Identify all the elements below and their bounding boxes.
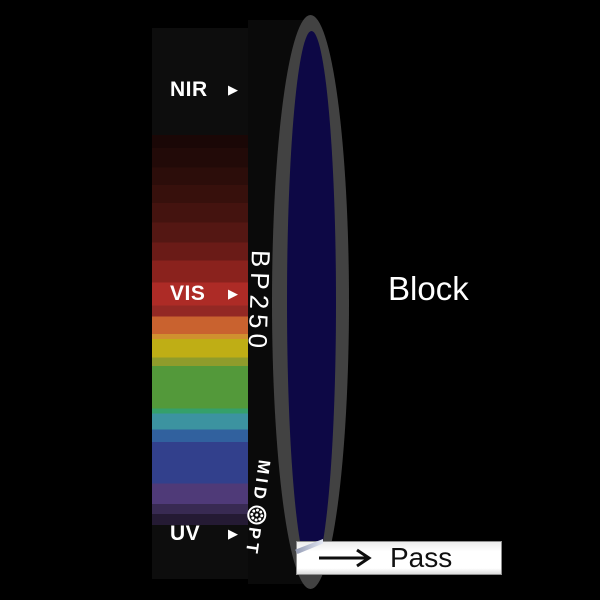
spectrum-region-vis: VIS ▶ xyxy=(170,282,238,304)
uv-label: UV xyxy=(170,521,201,545)
vis-arrow-icon: ▶ xyxy=(228,286,238,301)
pass-label: Pass xyxy=(390,542,453,573)
brand-aperture-o-icon xyxy=(245,504,267,526)
nir-label: NIR xyxy=(170,77,208,101)
lens-glass xyxy=(287,31,336,573)
nir-arrow-icon: ▶ xyxy=(228,82,238,97)
spectrum-region-nir: NIR ▶ xyxy=(170,78,238,100)
spectrum-region-uv: UV ▶ xyxy=(170,522,238,544)
block-annotation: Block xyxy=(388,270,469,307)
uv-arrow-icon: ▶ xyxy=(228,526,238,541)
brand-suffix: PT xyxy=(241,526,265,559)
pass-annotation-box: Pass xyxy=(295,539,502,575)
spectrum-bar xyxy=(152,28,249,579)
vis-label: VIS xyxy=(170,281,206,305)
pass-arrow-icon xyxy=(319,548,372,568)
filter-model-label: BP250 xyxy=(242,249,276,354)
